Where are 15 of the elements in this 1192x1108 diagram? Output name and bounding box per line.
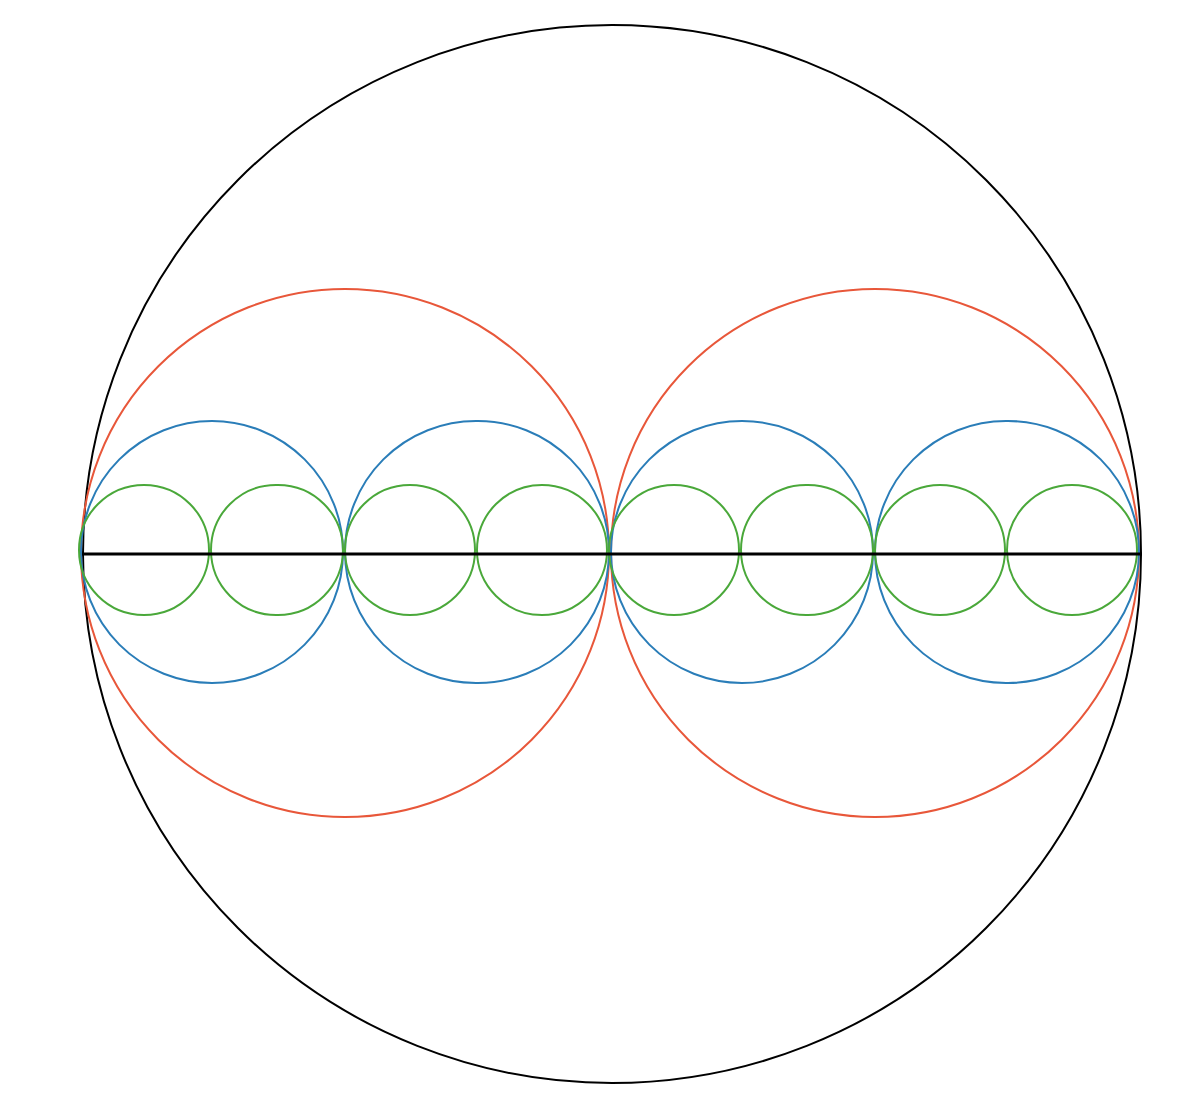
circle <box>80 287 611 818</box>
circle <box>475 484 609 617</box>
circle <box>740 484 874 617</box>
circle <box>82 24 1142 1084</box>
circle <box>344 419 610 685</box>
circle <box>1005 484 1139 617</box>
circle <box>79 419 345 685</box>
circle <box>608 484 741 617</box>
circle <box>210 484 344 617</box>
circle <box>78 484 211 617</box>
circle <box>343 484 476 617</box>
circle <box>874 419 1140 685</box>
circle <box>609 419 875 685</box>
circle <box>610 287 1141 818</box>
circle <box>873 484 1006 617</box>
